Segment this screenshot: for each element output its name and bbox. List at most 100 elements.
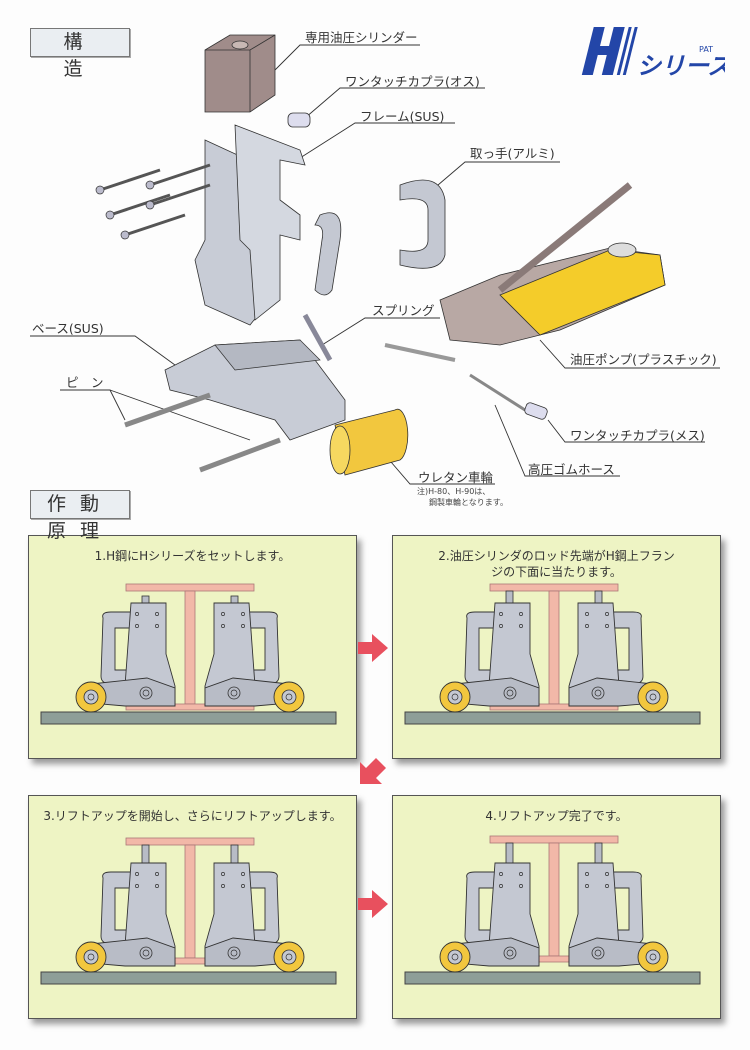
pivot-pin-inner <box>594 949 602 957</box>
bolt-hole <box>585 624 589 628</box>
bolt <box>149 183 211 207</box>
leader-pin <box>60 389 126 421</box>
cylinder-edges <box>205 34 276 112</box>
bolt-hole <box>499 884 503 888</box>
left-jack <box>75 844 176 973</box>
wheel-note: 注)H-80、H-90は、 鋼製車輪となります。 <box>417 486 508 508</box>
label-coupler-male: ワンタッチカプラ(オス) <box>345 74 480 89</box>
h-beam <box>489 583 619 711</box>
handle <box>610 871 644 945</box>
bolt-head <box>95 185 105 195</box>
pivot-pin-inner <box>230 689 238 697</box>
handle <box>464 871 498 945</box>
bolt-hole <box>241 612 245 616</box>
pivot-pin <box>227 686 241 700</box>
step-1-text: 1.H鋼にHシリーズをセットします。 <box>94 549 291 563</box>
wheel-axle <box>451 953 459 961</box>
pivot-pin-inner <box>594 689 602 697</box>
label-hose: 高圧ゴムホース <box>528 462 615 477</box>
h-series-logo: シリーズ PAT <box>575 22 725 82</box>
beam-top-flange <box>489 583 619 592</box>
wheel-hub <box>281 949 297 965</box>
handle-side-part <box>314 212 342 296</box>
wheel-face <box>329 425 351 475</box>
label-cylinder: 専用油圧シリンダー <box>305 30 418 45</box>
bolt-hole <box>135 884 139 888</box>
leader-pin-2 <box>109 389 251 441</box>
cylinder-rod <box>594 590 603 604</box>
bolt-hole <box>241 624 245 628</box>
aluminum-handle <box>399 179 446 269</box>
bolt-head <box>145 200 155 210</box>
bolt-head <box>145 180 155 190</box>
beam-web <box>184 844 196 959</box>
wheel-axle <box>87 693 95 701</box>
bolt-hole <box>499 612 503 616</box>
leader-coupler-female <box>547 419 705 443</box>
bolt-hole <box>155 624 159 628</box>
arrow-right-icon <box>358 890 388 918</box>
hydraulic-pump <box>499 249 666 336</box>
bolt-hole <box>605 624 609 628</box>
cylinder-rod <box>141 844 150 864</box>
label-base: ベース(SUS) <box>32 321 104 336</box>
label-spring: スプリング <box>372 303 435 318</box>
beam-web <box>548 842 560 957</box>
wheel-hub <box>645 949 661 965</box>
bolt-hole <box>605 612 609 616</box>
urethane-wheel <box>334 408 409 476</box>
ground-rail <box>40 711 337 725</box>
wheel-axle <box>87 953 95 961</box>
wheel-hub <box>281 689 297 705</box>
beam-bottom-flange <box>125 703 255 711</box>
step-4-text: 4.リフトアップ完了です。 <box>485 809 628 823</box>
ground-rail <box>404 711 701 725</box>
pivot-pin <box>227 946 241 960</box>
wheel-axle <box>649 953 657 961</box>
bolt-hole <box>519 612 523 616</box>
bolt-hole <box>135 872 139 876</box>
label-frame: フレーム(SUS) <box>360 109 445 124</box>
cylinder-rod <box>230 844 239 864</box>
wheel-axle <box>285 693 293 701</box>
wheel-hub <box>645 689 661 705</box>
bolt-hole <box>605 884 609 888</box>
step-panel-2: 2.油圧シリンダのロッド先端がH鋼上フランジの下面に当たります。 <box>392 535 721 759</box>
right-jack <box>204 595 305 713</box>
right-jack <box>568 590 669 713</box>
base-rack <box>214 339 321 371</box>
beam-bottom-flange <box>489 703 619 711</box>
handle <box>246 871 280 945</box>
pivot-pin-inner <box>142 689 150 697</box>
frame-plate-front <box>234 124 306 321</box>
wheel-note-line2: 鋼製車輪となります。 <box>429 498 508 507</box>
wheel-axle <box>285 953 293 961</box>
label-coupler-female: ワンタッチカプラ(メス) <box>570 428 705 443</box>
bolt-hole <box>221 612 225 616</box>
logo-series-text: シリーズ <box>637 52 725 80</box>
handle <box>246 611 280 685</box>
pivot-pin <box>503 946 517 960</box>
pivot-pin <box>591 946 605 960</box>
bolt-hole <box>155 612 159 616</box>
pivot-pin-inner <box>506 949 514 957</box>
left-jack <box>75 595 176 713</box>
pivot-pin <box>503 686 517 700</box>
label-handle: 取っ手(アルミ) <box>470 146 555 161</box>
h-beam <box>125 583 255 711</box>
handle <box>100 871 134 945</box>
left-jack <box>439 842 540 973</box>
leader-frame <box>299 122 455 159</box>
logo-pat-text: PAT <box>699 45 713 54</box>
cylinder-rod <box>230 595 239 604</box>
pin-lower <box>199 437 281 473</box>
step-3-text: 3.リフトアップを開始し、さらにリフトアップします。 <box>43 809 342 823</box>
leader-hose <box>494 404 620 477</box>
pivot-pin <box>139 686 153 700</box>
bolt-hole <box>499 624 503 628</box>
bolt-hole <box>585 872 589 876</box>
beam-web <box>548 590 560 705</box>
pivot-pin-inner <box>142 949 150 957</box>
bolt <box>149 163 211 187</box>
